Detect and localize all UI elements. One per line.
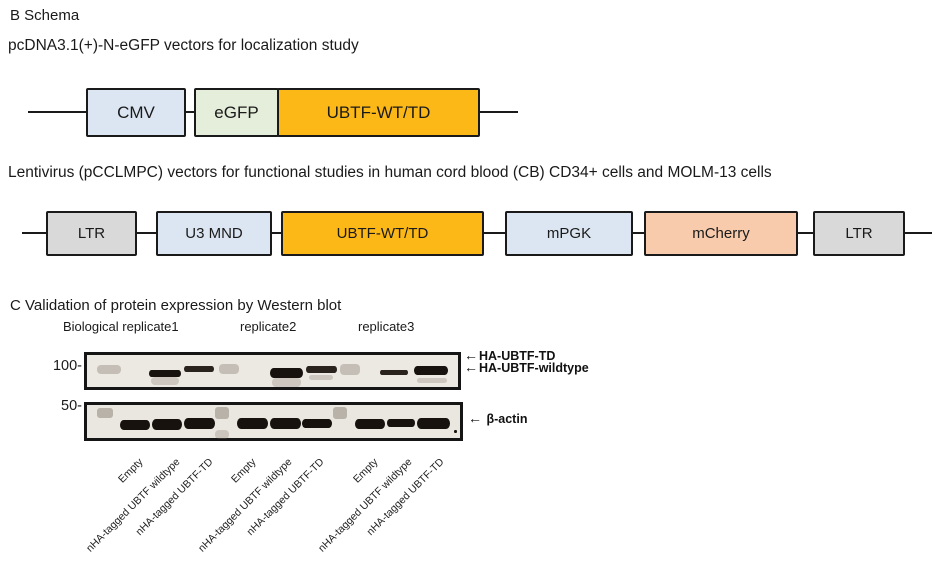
backbone-line: [22, 232, 46, 234]
band: [417, 378, 447, 383]
band: [184, 418, 215, 429]
band: [120, 420, 150, 430]
marker-50kda: 50-: [61, 398, 82, 414]
band: [219, 364, 239, 374]
construct-box-label: U3 MND: [185, 225, 243, 242]
band: [380, 370, 408, 375]
ladder-smudge: [333, 407, 347, 419]
lane-label-td: nHA-tagged UBTF-TD: [244, 456, 327, 538]
annotation-label: HA-UBTF-TD: [479, 349, 556, 363]
construct-box-label: UBTF-WT/TD: [336, 225, 429, 242]
construct2-title: Lentivirus (pCCLMPC) vectors for functio…: [8, 164, 772, 181]
backbone-line: [272, 232, 281, 234]
band: [97, 365, 121, 374]
left-arrow-icon: ←: [468, 410, 482, 426]
band: [306, 366, 337, 373]
band: [151, 377, 179, 385]
band: [302, 419, 332, 428]
backbone-line: [798, 232, 813, 234]
band: [417, 418, 450, 429]
annotation-label: β-actin: [486, 412, 528, 426]
band: [270, 418, 301, 429]
backbone-line: [905, 232, 932, 234]
construct-box-ubtf-wt-td: UBTF-WT/TD: [277, 88, 480, 137]
construct-box-ltr-5prime: LTR: [46, 211, 137, 256]
construct-box-label: LTR: [77, 225, 106, 242]
panel-c-label: C Validation of protein expression by We…: [10, 297, 342, 314]
band: [149, 370, 181, 377]
left-arrow-icon: ←: [464, 347, 478, 363]
band: [340, 364, 360, 375]
column-header-replicate1: Biological replicate1: [63, 319, 179, 334]
band: [184, 366, 214, 372]
band: [215, 430, 229, 439]
lane-label-td: nHA-tagged UBTF-TD: [364, 456, 447, 538]
construct-box-label: LTR: [845, 225, 873, 242]
construct1-title: pcDNA3.1(+)-N-eGFP vectors for localizat…: [8, 37, 359, 54]
band: [414, 366, 448, 375]
backbone-line: [480, 111, 518, 113]
backbone-line: [484, 232, 505, 234]
column-header-replicate3: replicate3: [358, 319, 415, 334]
construct-box-mpgk: mPGK: [505, 211, 633, 256]
panel-b-label: B Schema: [10, 7, 80, 24]
band: [454, 430, 457, 433]
annotation-ha-ubtf-wildtype: ←HA-UBTF-wildtype: [464, 359, 589, 375]
band: [152, 419, 182, 430]
western-blot-beta-actin: [84, 402, 463, 441]
backbone-line: [137, 232, 156, 234]
construct-box-label: mCherry: [692, 225, 750, 242]
western-blot-ha-ubtf: [84, 352, 461, 390]
band: [272, 378, 301, 387]
band: [309, 375, 333, 380]
construct-box-u3-mnd: U3 MND: [156, 211, 272, 256]
construct-box-egfp: eGFP: [194, 88, 279, 137]
annotation-ha-ubtf-td: ←HA-UBTF-TD: [464, 347, 556, 363]
left-arrow-icon: ←: [464, 359, 478, 375]
construct-box-label: mPGK: [546, 225, 592, 242]
band: [237, 418, 268, 429]
ladder-smudge: [215, 407, 229, 419]
construct-box-label: CMV: [117, 102, 155, 122]
annotation-beta-actin: ← β-actin: [468, 410, 528, 426]
band: [355, 419, 385, 429]
band: [270, 368, 303, 378]
backbone-line: [28, 111, 86, 113]
band: [387, 419, 415, 427]
marker-100kda: 100-: [52, 358, 82, 374]
construct-box-ltr-3prime: LTR: [813, 211, 905, 256]
construct-box-ubtf-wt-td-lenti: UBTF-WT/TD: [281, 211, 484, 256]
construct-box-label: UBTF-WT/TD: [326, 102, 431, 122]
construct-box-mcherry: mCherry: [644, 211, 798, 256]
backbone-line: [633, 232, 644, 234]
construct-box-label: eGFP: [214, 102, 259, 122]
backbone-line: [186, 111, 194, 113]
column-header-replicate2: replicate2: [240, 319, 297, 334]
construct-box-cmv: CMV: [86, 88, 186, 137]
annotation-label: HA-UBTF-wildtype: [479, 361, 589, 375]
ladder-smudge: [97, 408, 113, 418]
